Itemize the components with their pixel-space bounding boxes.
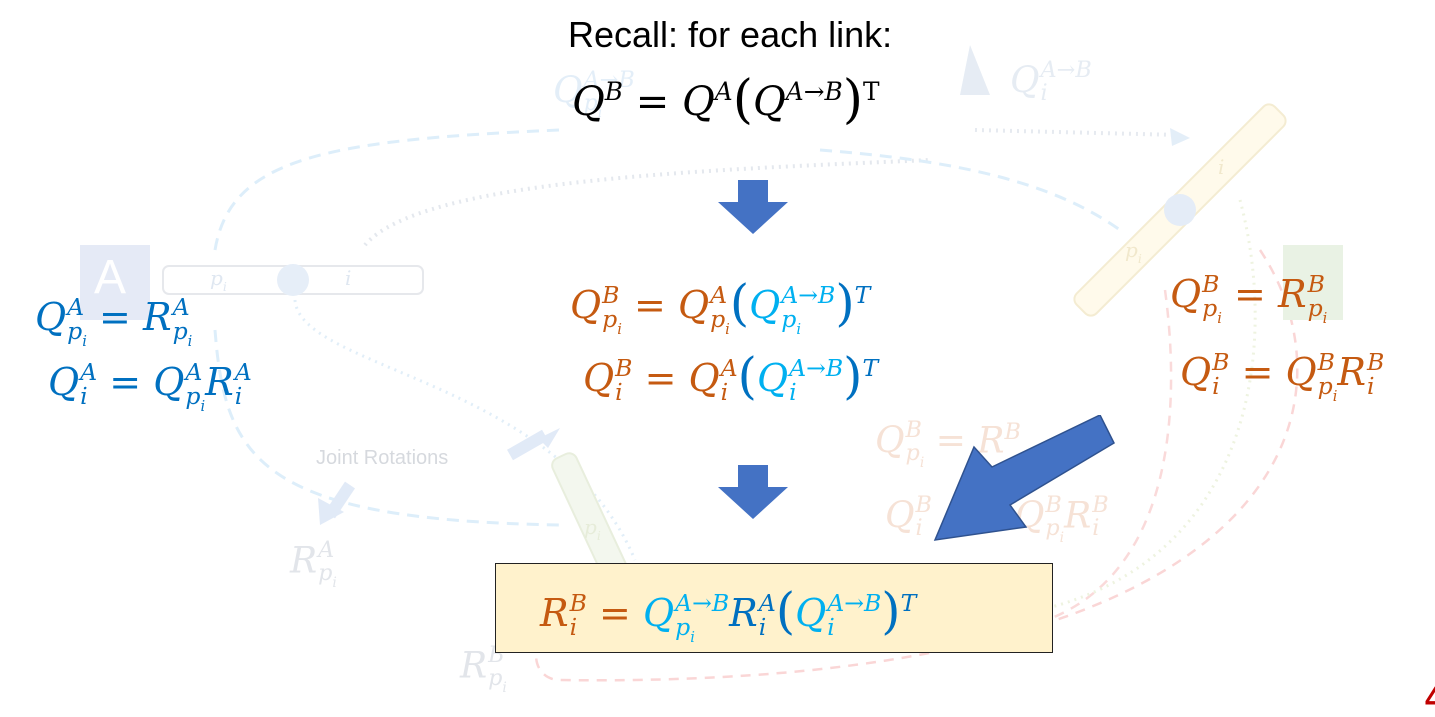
- faint-arrowhead-top: [960, 45, 990, 95]
- left-bar-i-label: i: [345, 266, 352, 290]
- dashed-curve-left-down: [213, 329, 561, 527]
- dashed-curve-red-bottom: [534, 249, 1299, 682]
- right-bar-pi-label: pi: [1125, 238, 1142, 266]
- dashed-curve-red-right: [1009, 289, 1173, 632]
- char-a-box: [80, 245, 150, 320]
- down-arrow-2: [718, 465, 788, 519]
- char-a-label: A: [94, 251, 127, 304]
- left-link-joint: [277, 264, 309, 296]
- page-number: 4: [1425, 680, 1435, 716]
- faint-down-arrowhead: [318, 498, 344, 525]
- dashed-curve-top-left: [213, 128, 561, 251]
- diagonal-arrow: [933, 415, 1115, 541]
- result-box: [495, 563, 1053, 653]
- char-b-box: [1283, 245, 1343, 320]
- right-bar-i-label: i: [1218, 155, 1225, 179]
- recall-heading: Recall: for each link:: [568, 14, 893, 55]
- bottom-bar-pi-label: pi: [584, 515, 601, 543]
- faint-arrowhead-right: [1170, 128, 1190, 146]
- right-link-joint: [1164, 194, 1196, 226]
- dotted-curve-top: [363, 158, 931, 247]
- joint-rotations-label: Joint Rotations: [316, 447, 449, 469]
- down-arrow-1: [718, 180, 788, 234]
- recall-equation: QB = QA(QA→B)T: [572, 70, 880, 131]
- dotted-curve-right-yellow: [1039, 199, 1257, 612]
- dotted-arrow-top-right: [974, 128, 1181, 137]
- left-bar-pi-label: pi: [210, 266, 227, 294]
- faint-joint-arrow-body: [507, 429, 548, 461]
- dashed-curve-right: [819, 148, 1121, 232]
